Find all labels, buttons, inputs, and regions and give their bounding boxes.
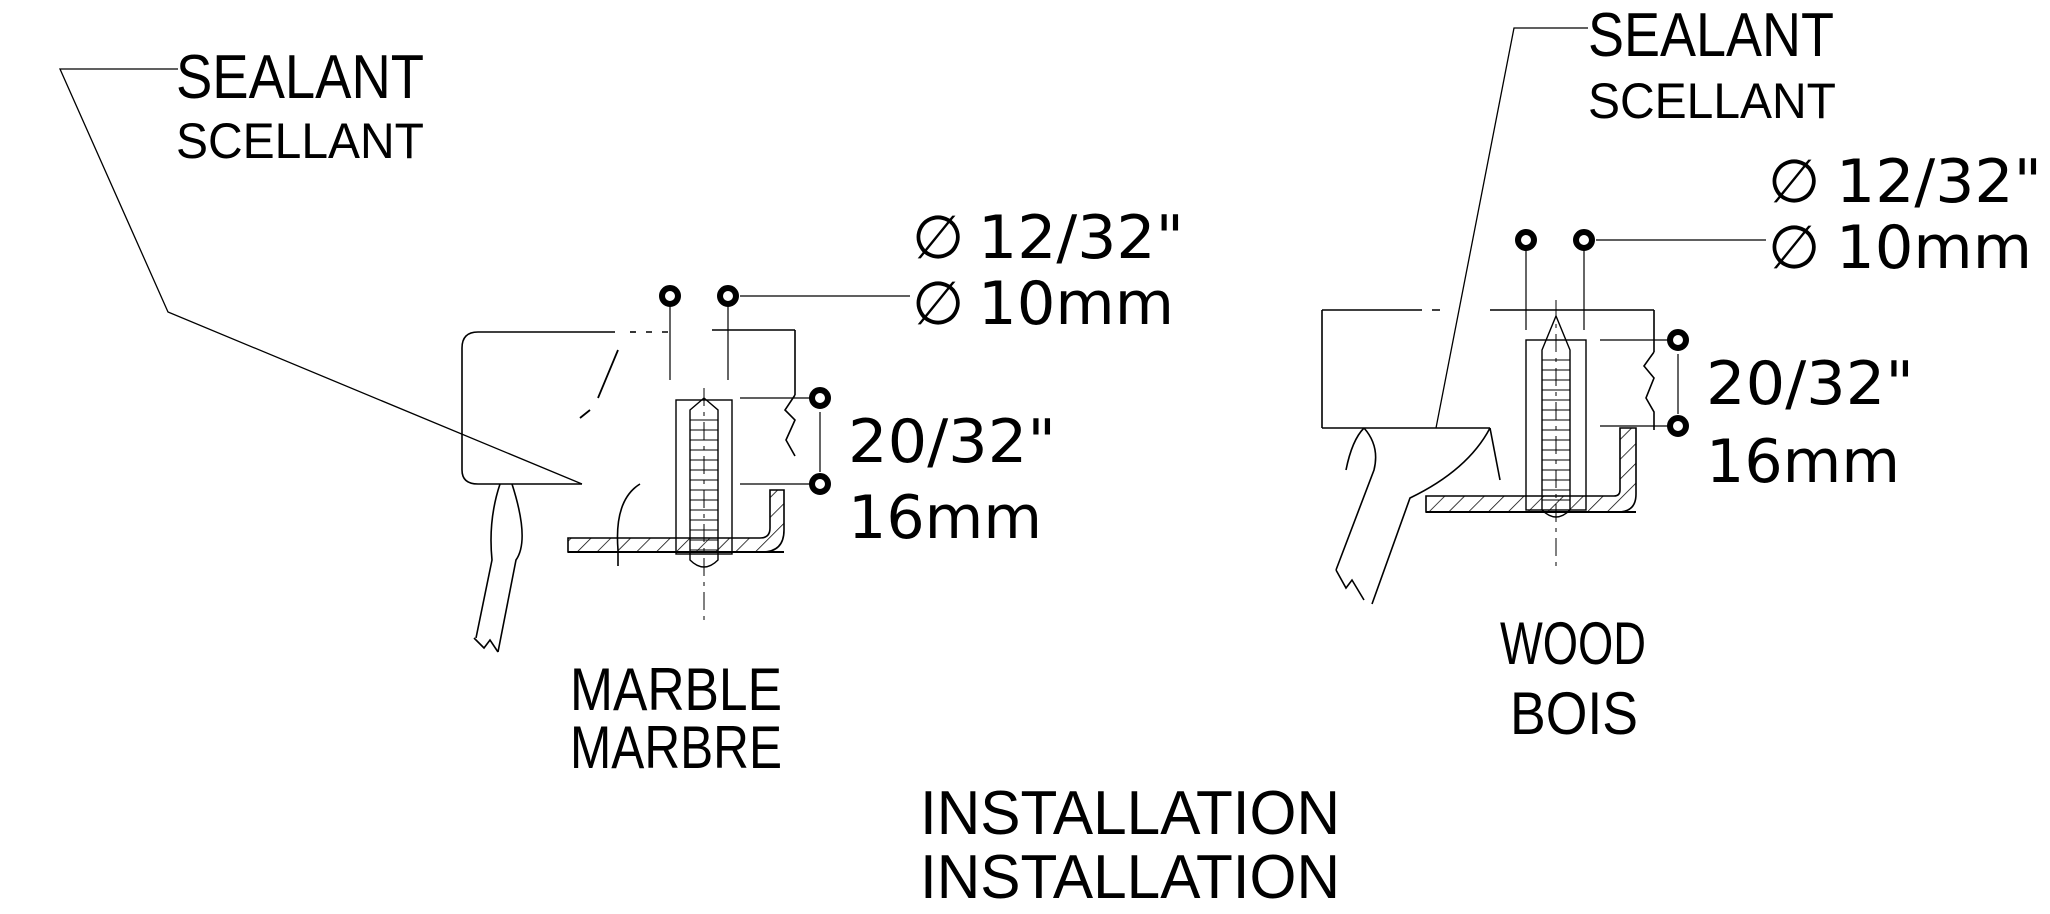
wood-sealant-label: SEALANT: [1588, 1, 1834, 70]
marble-diameter-symbol: ∅: [912, 203, 964, 273]
wood-screw: [1541, 314, 1571, 518]
wood-material-label: WOOD: [1500, 610, 1646, 677]
marble-depth-dot-top: [809, 387, 831, 409]
marble-depth-dot-bottom: [809, 473, 831, 495]
marble-depth-mm: 16mm: [848, 483, 1042, 553]
marble-diameter-dot-left: [659, 285, 681, 307]
marble-depth-in: 20/32": [848, 407, 1056, 477]
marble-sealant-label-fr: SCELLANT: [176, 113, 424, 169]
marble-sealant-label: SEALANT: [176, 43, 424, 112]
wood-depth-dot-top: [1667, 329, 1689, 351]
wood-diameter-dot-left: [1515, 229, 1537, 251]
wood-diameter-symbol: ∅: [1768, 147, 1820, 217]
wood-diameter-dot-right: [1573, 229, 1595, 251]
installation-caption-fr: INSTALLATION: [920, 843, 1340, 909]
marble-material-label-fr: MARBRE: [570, 714, 782, 781]
marble-diameter-in: 12/32": [978, 203, 1184, 273]
wood-depth-mm: 16mm: [1706, 427, 1900, 497]
wood-diameter-mm: 10mm: [1836, 213, 2032, 283]
wood-diameter-symbol-mm: ∅: [1768, 213, 1820, 283]
wood-detail: [1321, 27, 1766, 605]
wood-depth-in: 20/32": [1706, 349, 1914, 419]
marble-material-label: MARBLE: [570, 656, 782, 723]
wood-sealant-label-fr: SCELLANT: [1588, 73, 1836, 129]
installation-caption: INSTALLATION: [920, 779, 1340, 848]
marble-slab: [461, 331, 615, 485]
wood-depth-dot-bottom: [1667, 415, 1689, 437]
wood-material-label-fr: BOIS: [1510, 680, 1638, 747]
marble-diameter-mm: 10mm: [978, 269, 1174, 339]
marble-detail: [58, 68, 910, 653]
marble-diameter-dot-right: [717, 285, 739, 307]
wood-sealant-leader: [1435, 27, 1588, 429]
wood-diameter-in: 12/32": [1836, 147, 2042, 217]
marble-sealant-leader: [58, 68, 583, 485]
marble-diameter-symbol-mm: ∅: [912, 269, 964, 339]
wood-bracket: [1425, 427, 1637, 513]
